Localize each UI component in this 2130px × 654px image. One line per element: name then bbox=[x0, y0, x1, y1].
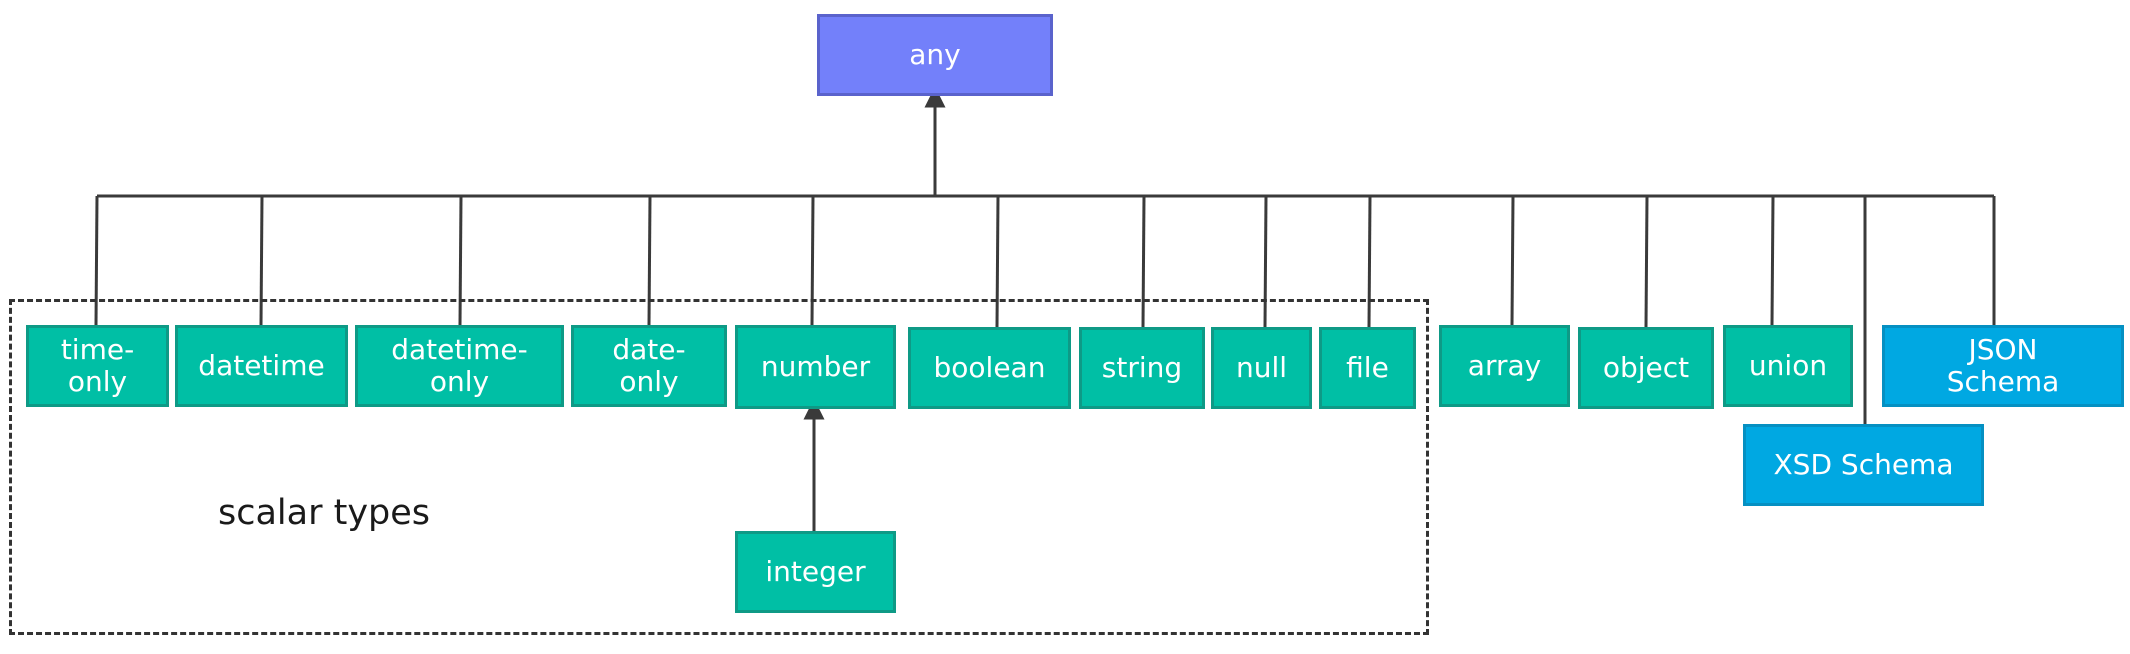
node-number: number bbox=[735, 325, 896, 409]
drop-union bbox=[1770, 195, 1775, 326]
node-integer: integer bbox=[735, 531, 896, 613]
node-time-only: time- only bbox=[26, 325, 169, 407]
node-union: union bbox=[1723, 325, 1853, 407]
node-null: null bbox=[1211, 327, 1312, 409]
node-xsd-schema: XSD Schema bbox=[1743, 424, 1984, 506]
node-json-schema: JSON Schema bbox=[1882, 325, 2124, 407]
drop-number bbox=[810, 195, 815, 326]
drop-string bbox=[1141, 195, 1146, 328]
drop-time-only bbox=[94, 195, 99, 326]
node-date-only: date- only bbox=[571, 325, 727, 407]
drop-boolean bbox=[995, 195, 1000, 328]
scalar-types-group bbox=[9, 299, 1429, 635]
node-object: object bbox=[1578, 327, 1714, 409]
drop-file bbox=[1367, 195, 1372, 328]
node-boolean: boolean bbox=[908, 327, 1071, 409]
node-datetime-only: datetime- only bbox=[355, 325, 564, 407]
node-string: string bbox=[1079, 327, 1205, 409]
node-datetime: datetime bbox=[175, 325, 348, 407]
drop-date-only bbox=[647, 195, 652, 326]
node-any: any bbox=[817, 14, 1053, 96]
drop-array bbox=[1510, 195, 1515, 326]
drop-datetime bbox=[259, 195, 264, 326]
drop-datetime-only bbox=[458, 195, 463, 326]
drop-null bbox=[1263, 195, 1268, 328]
scalar-types-label: scalar types bbox=[218, 493, 431, 533]
node-array: array bbox=[1439, 325, 1570, 407]
drop-object bbox=[1644, 195, 1649, 328]
node-file: file bbox=[1319, 327, 1416, 409]
